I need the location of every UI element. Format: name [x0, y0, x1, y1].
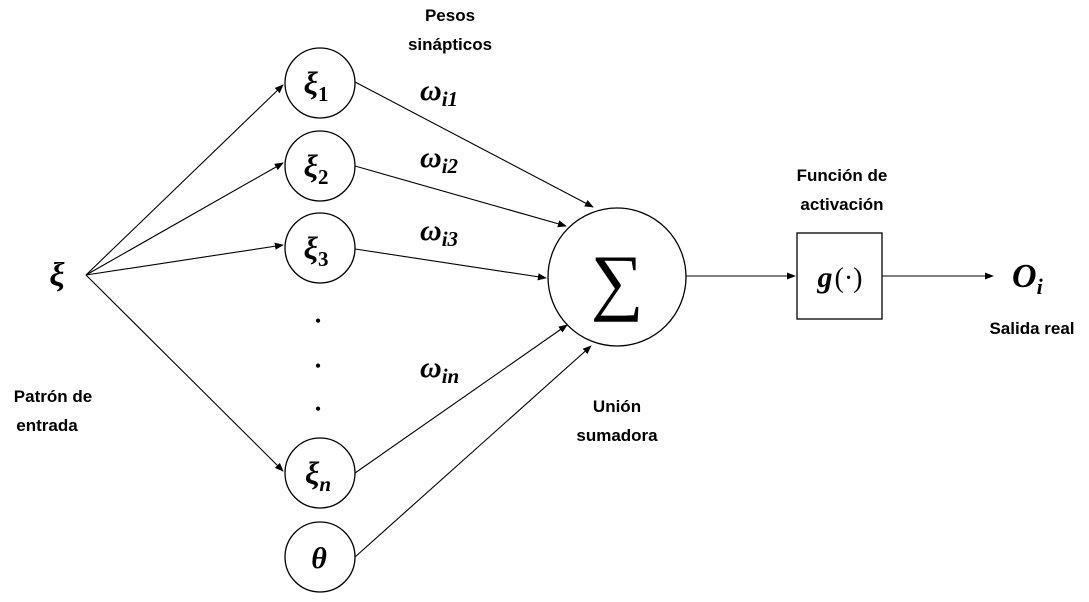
edge-theta-to-sum: [354, 345, 592, 558]
node-xi2-base: ξ: [304, 148, 319, 184]
weight-in-sub: in: [442, 364, 460, 388]
node-xi1: ξ1: [284, 47, 356, 119]
svg-text:ξ1: ξ1: [304, 65, 329, 106]
node-xin-base: ξ: [305, 455, 320, 491]
weight-i2: ωi2: [420, 141, 459, 178]
weight-i1-base: ω: [420, 74, 442, 107]
summation-node: ∑: [547, 207, 687, 347]
weight-i3-base: ω: [420, 214, 442, 247]
node-xi3: ξ3: [284, 212, 356, 284]
node-theta: θ: [284, 521, 356, 593]
node-xi3-base: ξ: [304, 230, 319, 266]
node-xi1-base: ξ: [304, 65, 319, 101]
edge-input-to-xi3: [85, 242, 284, 276]
weight-i3-sub: i3: [442, 227, 458, 251]
input-label-line2: entrada: [16, 416, 78, 435]
edge-xin-to-sum: [354, 324, 568, 474]
weight-in-base: ω: [420, 351, 442, 384]
node-theta-symbol: θ: [311, 542, 327, 575]
summation-label-line1: Unión: [593, 397, 641, 416]
activation-title-line2: activación: [800, 195, 883, 214]
summation-label-line2: sumadora: [576, 426, 658, 445]
weight-i2-sub: i2: [442, 154, 459, 178]
edge-input-to-xin: [85, 274, 284, 472]
ellipsis-dot-1: •: [315, 311, 321, 331]
node-xi1-sub: 1: [318, 82, 329, 106]
activation-title-line1: Función de: [797, 166, 888, 185]
edge-xi3-to-sum: [354, 248, 547, 281]
weight-i3: ωi3: [420, 214, 458, 251]
node-xi3-sub: 3: [318, 247, 329, 271]
output-base: O: [1012, 258, 1037, 295]
svg-text:ξ2: ξ2: [304, 148, 329, 189]
output-sub: i: [1037, 274, 1044, 299]
activation-arg: (·): [835, 263, 863, 294]
edge-xi2-to-sum: [354, 165, 567, 228]
node-xin-sub: n: [319, 472, 331, 496]
node-xin: ξn: [284, 437, 356, 509]
edge-xi1-to-sum: [354, 81, 594, 208]
input-symbol: ξ: [49, 257, 65, 294]
svg-text:ξn: ξn: [305, 455, 331, 496]
summation-symbol: ∑: [591, 241, 644, 323]
weights-title-line2: sinápticos: [408, 35, 492, 54]
activation-box: g(·): [796, 232, 883, 320]
activation-func: g: [817, 261, 833, 294]
svg-text:ξ3: ξ3: [304, 230, 329, 271]
node-xi2: ξ2: [284, 130, 356, 202]
input-label-line1: Patrón de: [14, 387, 92, 406]
edge-input-to-xi1: [85, 84, 284, 276]
edge-input-to-xi2: [85, 162, 284, 276]
weight-in: ωin: [420, 351, 459, 388]
weight-i1: ωi1: [420, 74, 458, 111]
weight-i1-sub: i1: [442, 87, 458, 111]
output-symbol: Oi: [1012, 258, 1044, 299]
output-label: Salida real: [989, 319, 1074, 338]
weight-i2-base: ω: [420, 141, 442, 174]
ellipsis-dot-2: •: [315, 356, 321, 376]
node-xi2-sub: 2: [318, 165, 329, 189]
ellipsis-dot-3: •: [315, 399, 321, 419]
weights-title-line1: Pesos: [425, 6, 475, 25]
svg-text:g(·): g(·): [817, 261, 863, 294]
